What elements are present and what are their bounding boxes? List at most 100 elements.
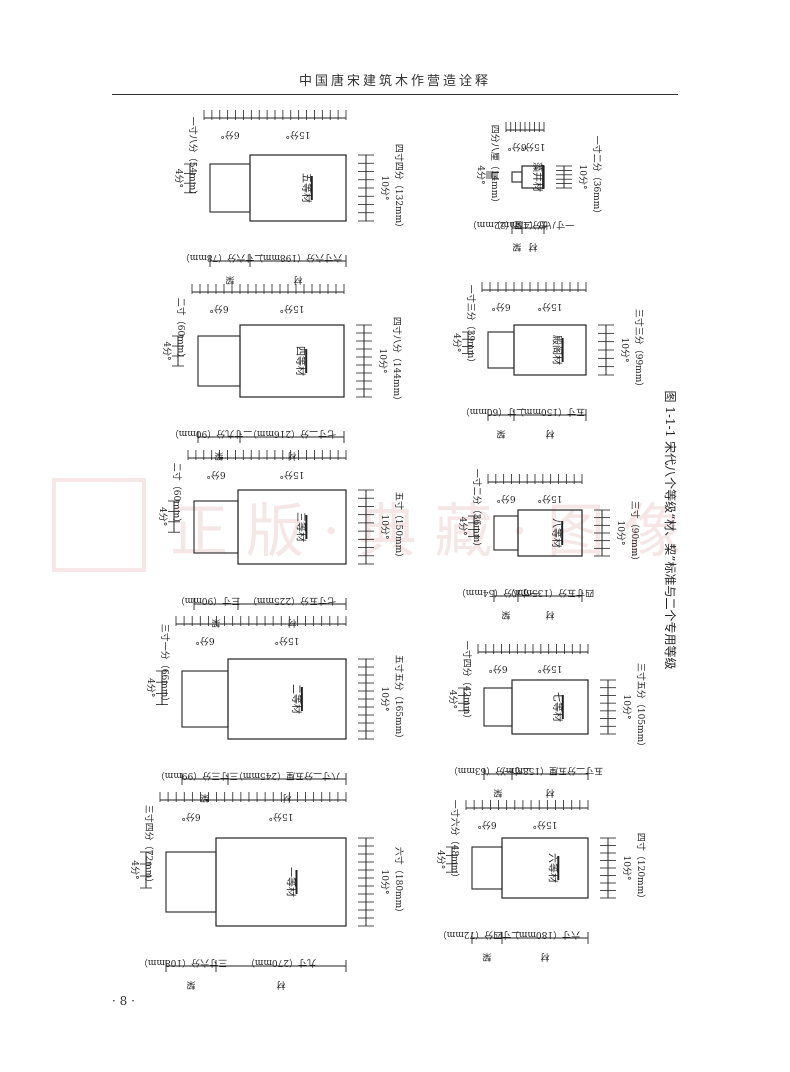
running-header: 中国唐宋建筑木作营造诠释 <box>298 74 491 89</box>
cai-label: 材 <box>545 428 554 440</box>
grade-name: 四等材 <box>294 346 307 376</box>
grade-diagram: 殿阁材6分°15分°10分°三寸三分（99mm）4分°一寸三分（39mm）五寸（… <box>451 282 645 440</box>
cai-label: 材 <box>287 617 296 629</box>
qi-length-label: 二寸（60mm） <box>461 406 526 418</box>
fen4-label: 4分° <box>475 165 486 184</box>
cai-length-label: 六寸六分（198mm） <box>254 252 342 264</box>
header-rule <box>112 94 678 95</box>
qi-size-label: 二寸（60mm） <box>171 463 183 528</box>
grade-name: 七等材 <box>551 692 564 722</box>
qi-label: 栔 <box>493 787 502 799</box>
grade-name: 殿阁材 <box>551 335 564 365</box>
fen10-label: 10分° <box>379 870 390 895</box>
qi-length-label: 七分二厘（22mm） <box>468 219 551 230</box>
fen6-label: 6分° <box>477 819 496 830</box>
fen6-label: 6分° <box>195 635 214 646</box>
fen15-label: 15分° <box>533 819 558 830</box>
fen15-label: 15分° <box>280 303 305 314</box>
cai-rect <box>237 489 347 565</box>
depth-label: 三寸五分（105mm） <box>635 663 647 751</box>
qi-length-label: 二寸四分（72mm） <box>438 929 521 941</box>
cai-length-label: 五寸二分五厘（158mm） <box>497 765 603 777</box>
qi-size-label: 一寸四分（42mm） <box>461 641 473 724</box>
qi-size-label: 一寸六分（48mm） <box>449 800 461 883</box>
fen6-label: 6分° <box>507 141 526 152</box>
qi-rect <box>209 163 251 213</box>
grade-diagram: 一等材6分°15分°10分°六寸（180mm）4分°三寸四分（72mm）九寸（2… <box>129 792 405 991</box>
fen10-label: 10分° <box>379 176 390 201</box>
cai-label: 材 <box>282 792 291 804</box>
qi-rect <box>165 851 217 913</box>
fen10-label: 10分° <box>621 695 632 720</box>
fen15-label: 15分° <box>538 301 563 312</box>
qi-label: 栔 <box>482 951 491 963</box>
grade-name: 三等材 <box>294 512 307 542</box>
fen15-label: 15分° <box>280 469 305 480</box>
grade-diagram: 藻井材6分°15分°10分°一寸二分（36mm）4分°四分八厘（14mm）一寸八… <box>468 122 603 253</box>
grade-name: 五等材 <box>300 173 313 203</box>
fen10-label: 10分° <box>377 349 388 374</box>
fen4-label: 4分° <box>451 333 462 352</box>
qi-rect <box>511 171 523 183</box>
cai-rect <box>227 658 347 740</box>
qi-length-label: 三寸三分（99mm） <box>156 770 239 782</box>
cai-label: 材 <box>528 241 537 253</box>
grade-diagram: 四等材6分°15分°10分°四寸八分（144mm）4分°二寸（60mm）七寸二分… <box>161 284 403 462</box>
grade-name: 二等材 <box>290 684 303 714</box>
figure-caption-text: 图 1-1-1 宋代八个等级“材、栔”标准与二个专用等级 <box>663 391 678 670</box>
cai-label: 材 <box>545 787 554 799</box>
depth-label: 四寸（120mm） <box>635 833 647 903</box>
grade-name: 一等材 <box>285 867 298 897</box>
grade-name: 藻井材 <box>531 162 544 192</box>
qi-rect <box>483 687 513 727</box>
fen15-label: 15分° <box>521 141 546 152</box>
depth-label: 五寸五分（165mm） <box>393 655 405 743</box>
cai-length-label: 七寸五分（225mm） <box>248 595 336 607</box>
qi-label: 栔 <box>186 979 195 991</box>
fen6-label: 6分° <box>181 811 200 822</box>
cai-label: 材 <box>293 274 302 286</box>
qi-length-label: 一寸八分（54mm） <box>457 587 540 599</box>
cai-label: 材 <box>545 609 554 621</box>
qi-label: 栔 <box>211 617 220 629</box>
depth-label: 五寸（150mm） <box>393 492 405 562</box>
fen10-label: 10分° <box>619 338 630 363</box>
qi-rect <box>493 515 519 551</box>
fen10-label: 10分° <box>379 687 390 712</box>
fen10-label: 10分° <box>615 521 626 546</box>
cai-length-label: 八寸二分五厘（245mm） <box>234 770 340 782</box>
fen6-label: 6分° <box>206 469 225 480</box>
depth-label: 三寸三分（99mm） <box>633 309 645 392</box>
grade-diagram: 五等材6分°15分°10分°四寸四分（132mm）4分°一寸八分（54mm）六寸… <box>173 110 405 286</box>
qi-size-label: 三寸四分（72mm） <box>143 805 155 888</box>
cai-rect <box>501 837 589 899</box>
grade-diagram: 三等材6分°15分°10分°五寸（150mm）4分°二寸（60mm）七寸五分（2… <box>157 450 405 629</box>
cai-length-label: 七寸二分（216mm） <box>248 428 336 440</box>
cai-label: 材 <box>287 450 296 462</box>
cai-label: 材 <box>276 979 285 991</box>
depth-label: 三寸（90mm） <box>629 501 641 566</box>
fen6-label: 6分° <box>496 493 515 504</box>
qi-length-label: 二寸九分（90mm） <box>170 428 253 440</box>
fen4-label: 4分° <box>435 850 446 869</box>
cai-rect <box>517 509 583 557</box>
fen4-label: 4分° <box>447 690 458 709</box>
fen10-label: 10分° <box>621 856 632 881</box>
grade-diagram: 七等材6分°15分°10分°三寸五分（105mm）4分°一寸四分（42mm）五寸… <box>447 641 647 799</box>
qi-rect <box>487 331 515 369</box>
cai-rect <box>239 324 345 398</box>
fen4-label: 4分° <box>161 341 172 360</box>
qi-rect <box>197 335 241 387</box>
cai-length-label: 一寸八分（45mm） <box>492 219 575 231</box>
grade-name: 八等材 <box>550 518 563 548</box>
fen6-label: 6分° <box>488 663 507 674</box>
fen4-label: 4分° <box>145 678 156 697</box>
qi-rect <box>181 670 229 728</box>
fen10-label: 10分° <box>577 165 588 190</box>
cai-length-label: 四寸五分（135mm） <box>506 587 594 599</box>
fen15-label: 15分° <box>275 635 300 646</box>
page-number: · 8 · <box>112 994 135 1008</box>
qi-size-label: 一寸八分（54mm） <box>187 117 199 200</box>
qi-label: 栔 <box>214 450 223 462</box>
